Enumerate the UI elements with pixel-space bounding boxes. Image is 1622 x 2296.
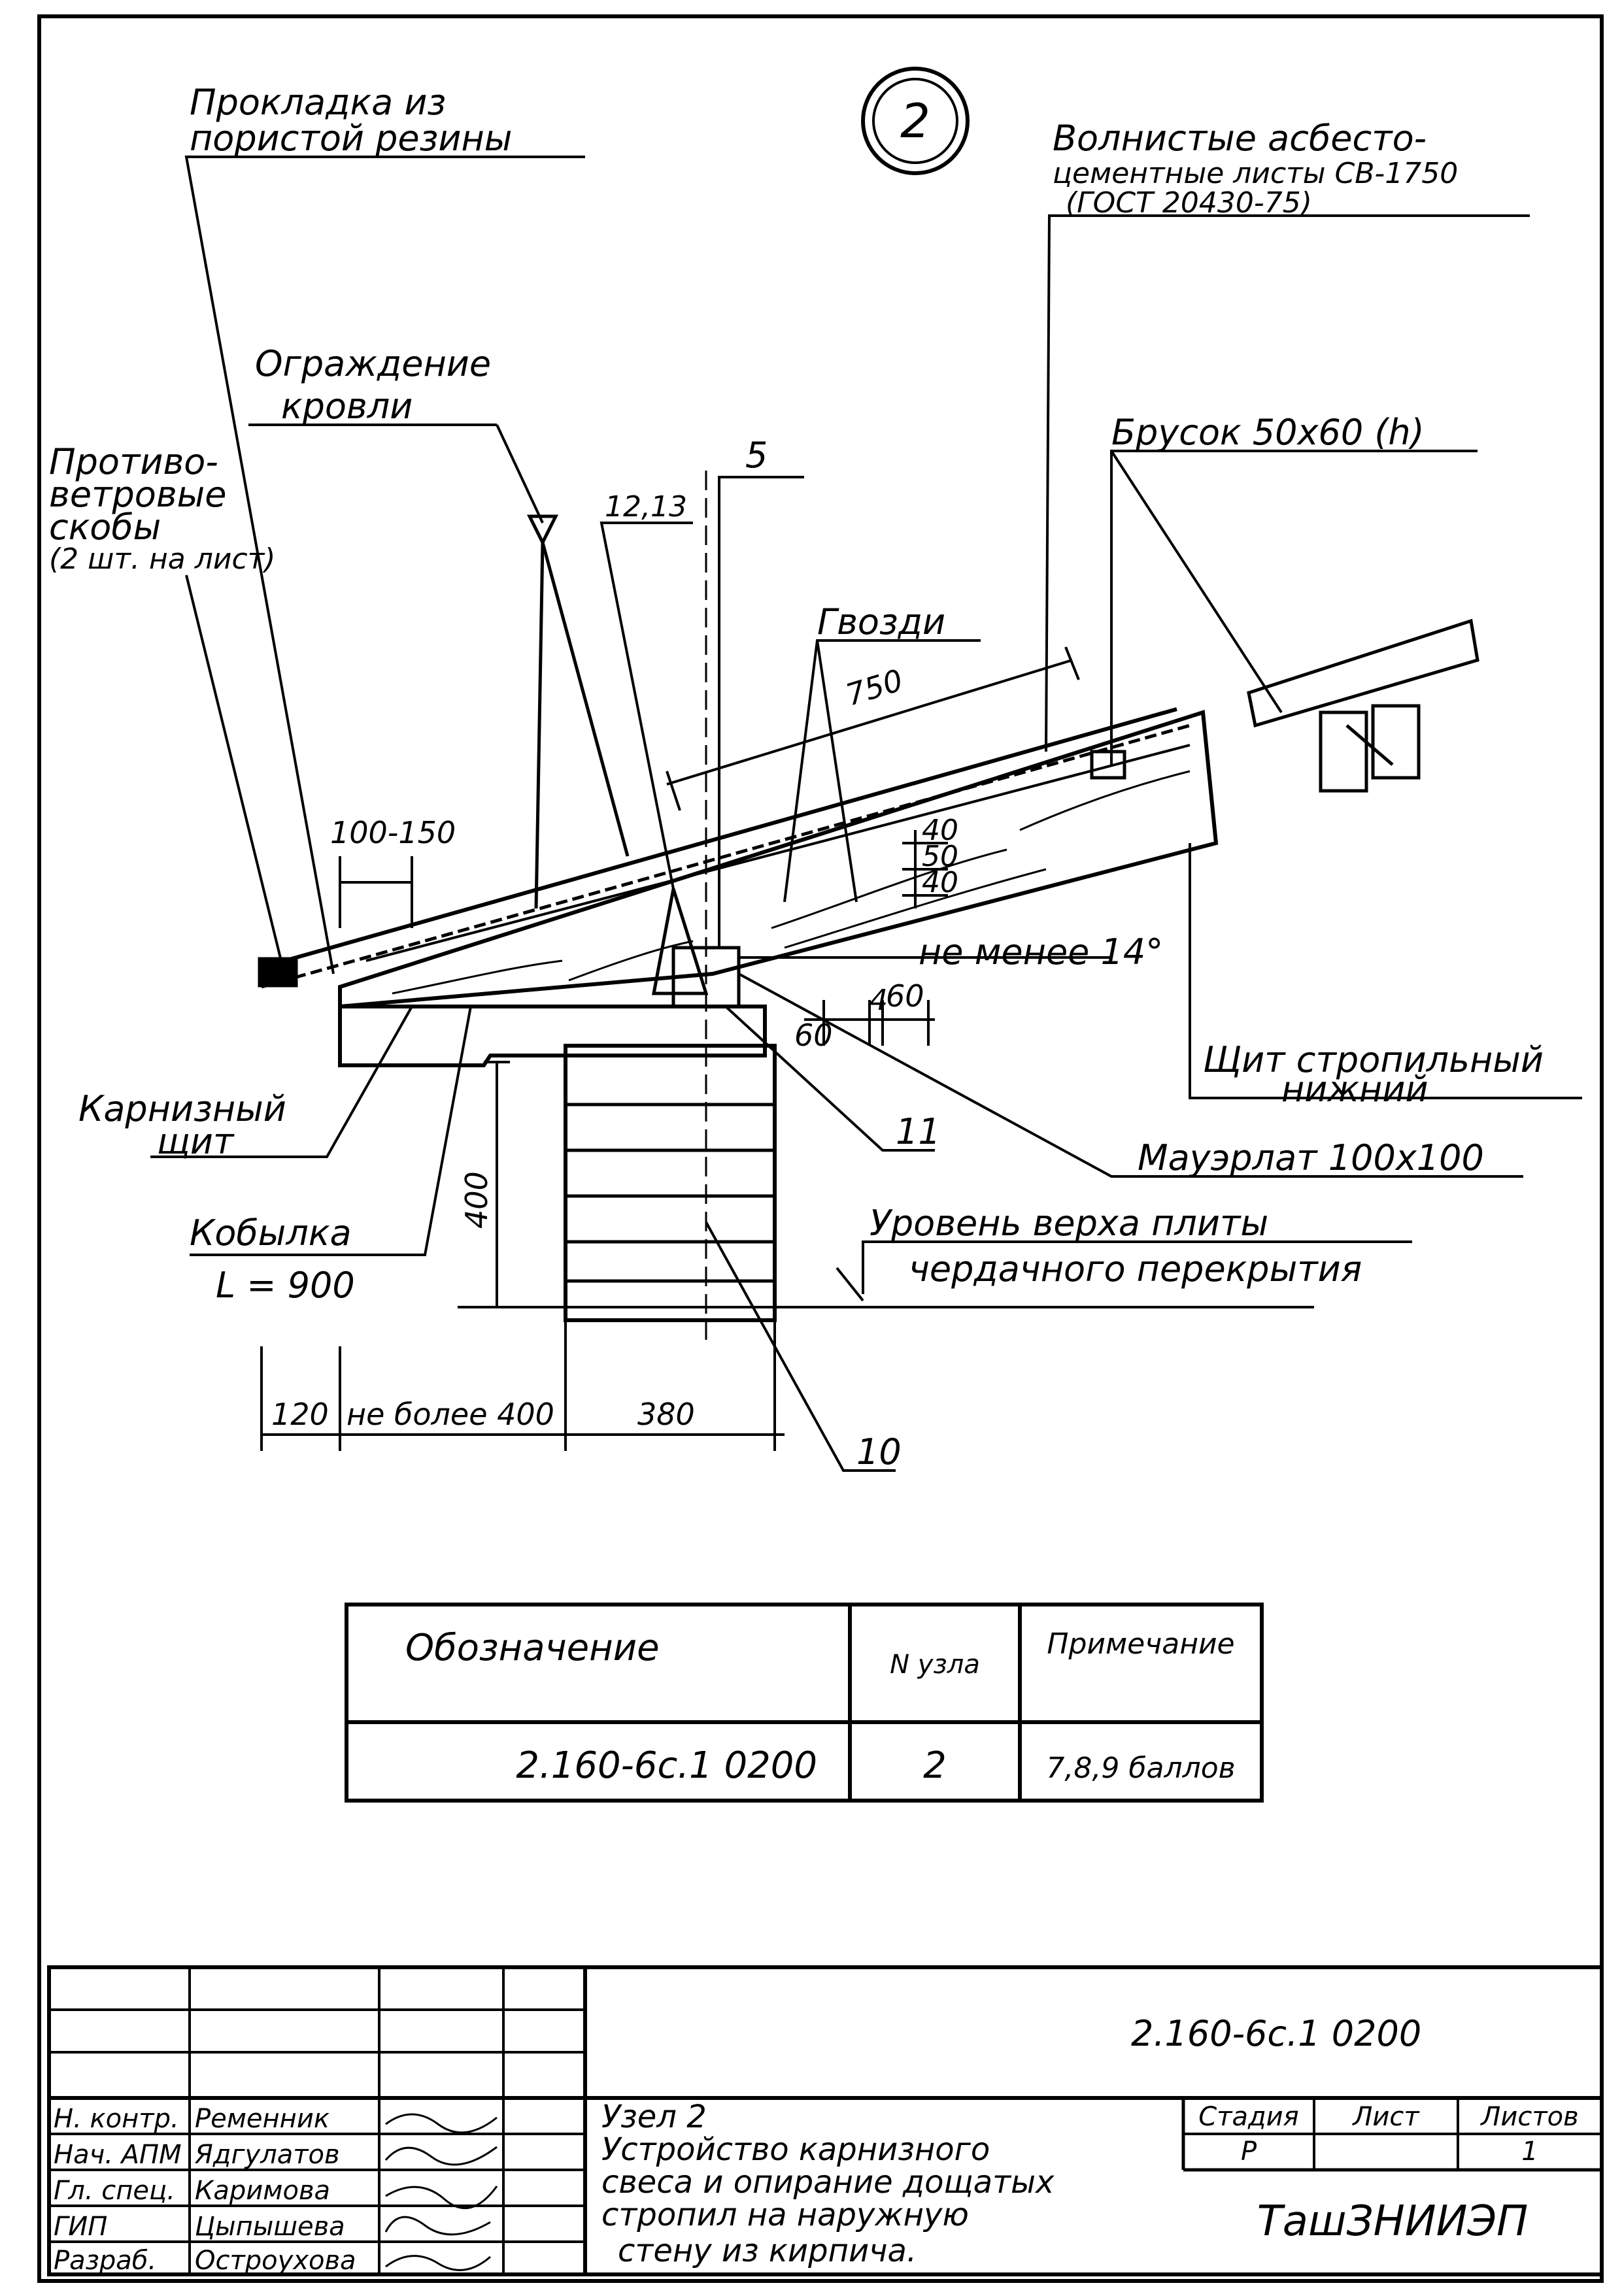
- table-cell-note: 7,8,9 баллов: [1046, 1752, 1235, 1785]
- table-header-node: N узла: [890, 1650, 980, 1680]
- roof-sheet-wave: [261, 724, 1191, 989]
- stamp-role-1: Н. контр.: [54, 2104, 179, 2134]
- mauerlat-block: [671, 946, 741, 1008]
- stamp-name-3: Каримова: [195, 2176, 330, 2206]
- dim-60-b: 60: [886, 978, 924, 1014]
- stamp-title-4: стропил на наружную: [601, 2197, 969, 2233]
- label-ref-12-13: 12,13: [605, 490, 687, 524]
- wood-grain: [392, 770, 1191, 995]
- label-clamps-1: Противо-: [49, 441, 218, 482]
- stamp-role-5: Разраб.: [54, 2246, 156, 2276]
- node-marker: 2: [861, 67, 970, 175]
- dim-4: 4: [870, 984, 888, 1017]
- label-clamps-4: (2 шт. на лист): [49, 542, 275, 576]
- stamp-title-1: Узел 2: [601, 2099, 707, 2135]
- brick-courses: [566, 1103, 775, 1283]
- label-kobylka-2: L = 900: [216, 1265, 355, 1306]
- label-kobylka-1: Кобылка: [190, 1212, 352, 1254]
- rafter-board: [338, 710, 1219, 1009]
- roof-detail: [150, 156, 1582, 1472]
- stamp-name-2: Ядгулатов: [194, 2140, 340, 2170]
- label-ref-5: 5: [745, 435, 768, 476]
- stamp-sheets-value: 1: [1521, 2137, 1538, 2167]
- table-cell-node: 2: [923, 1744, 947, 1787]
- stamp-stage-label: Стадия: [1198, 2102, 1298, 2132]
- label-nails: Гвозди: [817, 601, 945, 642]
- label-slope: не менее 14°: [919, 931, 1163, 973]
- label-gasket-2: пористой резины: [190, 118, 512, 159]
- dim-400: 400: [459, 1171, 494, 1229]
- table-header-designation: Обозначение: [405, 1627, 660, 1669]
- label-clamps-3: скобы: [49, 507, 161, 548]
- label-rafter-board-2: нижний: [1281, 1069, 1428, 1110]
- stamp-title-5: стену из кирпича.: [618, 2233, 917, 2269]
- stamp-stage-value: Р: [1241, 2137, 1257, 2167]
- label-fence-1: Ограждение: [255, 343, 491, 384]
- stamp-signatures: [384, 2113, 498, 2271]
- label-eave-board-2: щит: [157, 1121, 235, 1162]
- node-number: 2: [900, 93, 930, 148]
- table-header-note: Примечание: [1047, 1627, 1234, 1661]
- dim-40-a: 40: [922, 814, 958, 847]
- stamp-sheet-label: Лист: [1351, 2102, 1420, 2132]
- stamp-role-3: Гл. спец.: [54, 2176, 175, 2206]
- label-rafter-board-1: Щит стропильный: [1203, 1039, 1544, 1080]
- dim-100-150: 100-150: [330, 815, 456, 850]
- eave-slab: [338, 1005, 767, 1067]
- sheet-frame: [37, 14, 1604, 2283]
- label-sheets-1: Волнистые асбесто-: [1053, 118, 1427, 159]
- label-clamps-2: ветровые: [49, 474, 227, 515]
- dim-60-a: 60: [794, 1018, 833, 1053]
- label-eave-board-1: Карнизный: [78, 1088, 286, 1129]
- stamp-name-4: Цыпышева: [195, 2212, 345, 2242]
- kobylka-piece: [651, 888, 709, 995]
- stamp-organization: ТашЗНИИЭП: [1257, 2197, 1529, 2246]
- stamp-title-2: Устройство карнизного: [601, 2131, 990, 2168]
- stamp-role-2: Нач. АПМ: [54, 2140, 182, 2170]
- label-sheets-2: цементные листы СВ-1750: [1053, 157, 1458, 190]
- title-block-text: 2.160-6с.1 0200 Н. контр. Нач. АПМ Гл. с…: [54, 2013, 1579, 2276]
- title-block: [47, 1965, 1604, 2276]
- dim-380: 380: [637, 1397, 695, 1432]
- stamp-name-5: Остроухова: [195, 2246, 356, 2276]
- table-cell-designation: 2.160-6с.1 0200: [516, 1744, 817, 1787]
- dim-40-b: 40: [922, 866, 958, 899]
- roof-fence: [526, 514, 630, 909]
- stamp-sheets-label: Листов: [1479, 2102, 1578, 2132]
- dimension-lines: [260, 646, 1314, 1451]
- dim-50: 50: [922, 840, 958, 873]
- roof-sheet-bottom: [365, 744, 1191, 962]
- dim-750: 750: [841, 662, 907, 712]
- label-slab-level-2: чердачного перекрытия: [909, 1248, 1362, 1289]
- brick-wall: [564, 1044, 777, 1322]
- label-mauerlat: Мауэрлат 100x100: [1138, 1137, 1484, 1178]
- label-gasket-1: Прокладка из: [190, 82, 446, 123]
- stamp-code: 2.160-6с.1 0200: [1131, 2013, 1421, 2054]
- label-ref-11: 11: [896, 1111, 941, 1152]
- dim-max-400: не более 400: [346, 1397, 554, 1432]
- stamp-title-3: свеса и опирание дощатых: [601, 2164, 1055, 2201]
- stamp-role-4: ГИП: [54, 2212, 107, 2242]
- spec-table: Обозначение N узла Примечание 2.160-6с.1…: [345, 1603, 1264, 1803]
- label-bar: Брусок 50x60 (h): [1111, 412, 1425, 453]
- label-sheets-3: (ГОСТ 20430-75): [1066, 186, 1312, 220]
- label-ref-10: 10: [856, 1431, 902, 1472]
- bar-section-detail: [1247, 618, 1479, 793]
- label-fence-2: кровли: [281, 386, 413, 427]
- leader-lines: [150, 156, 1582, 1472]
- eave-edge: [258, 957, 298, 988]
- bar-under-sheets: [1090, 750, 1126, 780]
- label-slab-level-1: Уровень верха плиты: [870, 1203, 1268, 1244]
- stamp-name-1: Ременник: [195, 2104, 329, 2134]
- labels: Прокладка из пористой резины Волнистые а…: [49, 82, 1544, 1472]
- dim-120: 120: [271, 1397, 329, 1432]
